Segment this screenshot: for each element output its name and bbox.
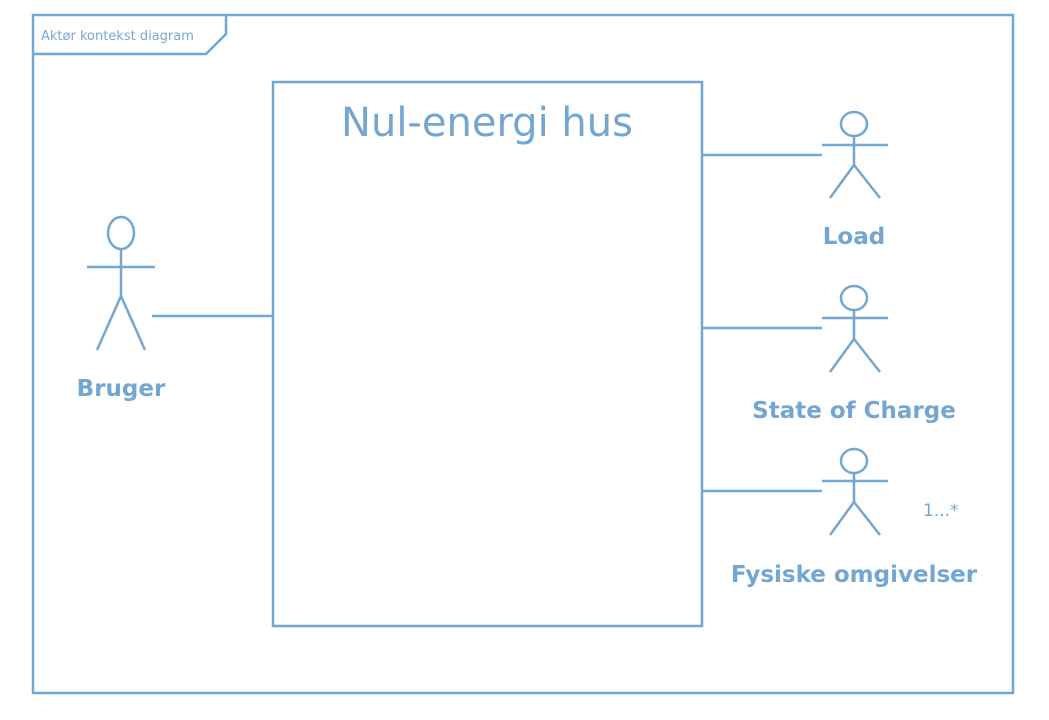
actor-load-icon <box>822 110 888 199</box>
actor-fysiske-omgivelser-icon <box>822 447 888 536</box>
system-box <box>271 80 704 628</box>
actor-bruger: Bruger <box>77 215 166 402</box>
actor-state-of-charge-icon <box>822 284 888 373</box>
actor-bruger-icon <box>87 215 155 351</box>
frame-label-tab <box>33 15 228 56</box>
system-title: Nul-energi hus <box>341 100 633 146</box>
frame-label: Aktør kontekst diagram <box>41 29 194 44</box>
diagram-frame: Aktør kontekst diagram <box>31 13 1015 695</box>
actor-bruger-label: Bruger <box>77 376 166 402</box>
actor-state-of-charge-label: State of Charge <box>752 398 956 424</box>
actor-load-label: Load <box>823 224 885 250</box>
actor-load: Load <box>822 110 888 250</box>
frame-border <box>31 13 1015 695</box>
multiplicity-label: 1...* <box>923 501 959 521</box>
system-boundary: Nul-energi hus <box>271 80 704 628</box>
actor-fysiske-omgivelser: Fysiske omgivelser 1...* <box>731 447 978 588</box>
actor-fysiske-omgivelser-label: Fysiske omgivelser <box>731 562 978 588</box>
actor-state-of-charge: State of Charge <box>752 284 956 424</box>
